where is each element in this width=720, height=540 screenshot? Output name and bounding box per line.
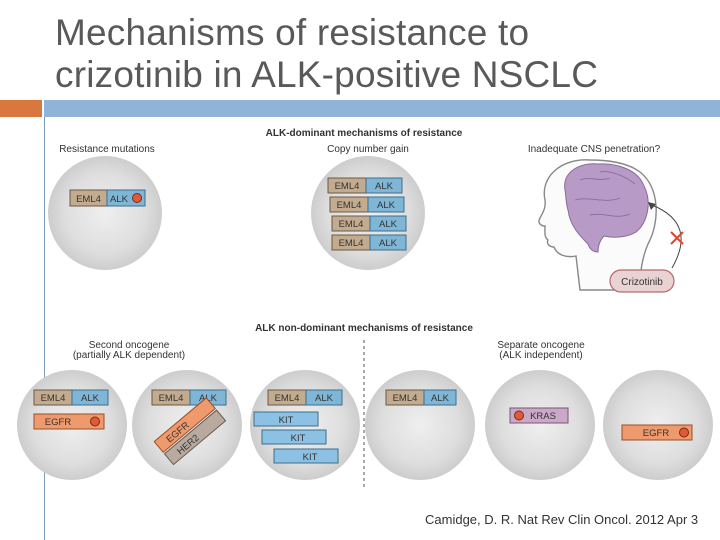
arrow-head [648, 202, 656, 210]
section-resistance-mutations: Resistance mutations [59, 144, 155, 155]
cell-resistance-mutation [48, 156, 162, 270]
fusion-gene-copy-1: EML4 ALK [327, 177, 403, 194]
head-with-brain-icon [538, 159, 657, 291]
fusion-gene-mutant: EML4 ALK [69, 189, 146, 207]
gene-label-eml4: EML4 [41, 393, 66, 404]
mutation-dot [679, 427, 689, 438]
gene-label-egfr: EGFR [643, 428, 670, 439]
top-header: ALK-dominant mechanisms of resistance [266, 128, 463, 139]
section-second-oncogene: Second oncogene [89, 340, 170, 351]
crizotinib-arrow [651, 204, 682, 269]
kit-gene-copy-2: KIT [261, 429, 327, 445]
gene-label-egfr: EGFR [45, 417, 72, 428]
gene-label-alk: ALK [377, 200, 396, 211]
gene-label-alk: ALK [379, 238, 398, 249]
section-separate-oncogene: Separate oncogene [497, 340, 585, 351]
gene-label-alk: ALK [379, 219, 398, 230]
slide-title: Mechanisms of resistance to crizotinib i… [55, 12, 715, 96]
fusion-gene: EML4 ALK [385, 389, 457, 406]
mutation-dot [90, 416, 100, 427]
gene-label-eml4: EML4 [335, 181, 360, 192]
gene-label-kit: KIT [303, 452, 318, 463]
gene-label-kras: KRAS [530, 411, 556, 422]
gene-label-alk: ALK [110, 194, 129, 205]
egfr-her2-dimer: EGFR HER2 [153, 397, 227, 466]
gene-label-alk: ALK [199, 393, 218, 404]
gene-label-eml4: EML4 [393, 393, 418, 404]
fusion-gene: EML4 ALK [33, 389, 109, 406]
gene-label-alk: ALK [431, 393, 450, 404]
fusion-gene-copy-4: EML4 ALK [331, 234, 407, 251]
kit-gene-copy-3: KIT [273, 448, 339, 464]
gene-label-eml4: EML4 [76, 194, 101, 205]
cell-alk-only [365, 370, 475, 480]
title-accent-orange [0, 100, 42, 117]
brain-icon [564, 163, 649, 253]
section-copy-number-gain: Copy number gain [327, 144, 409, 155]
title-accent-bar [44, 100, 720, 117]
gene-label-alk: ALK [81, 393, 100, 404]
gene-label-kit: KIT [291, 433, 306, 444]
crizotinib-pill: Crizotinib [609, 269, 675, 293]
gene-label-eml4: EML4 [337, 200, 362, 211]
crizotinib-label: Crizotinib [621, 277, 663, 288]
mutation-dot [132, 193, 142, 203]
gene-label-kit: KIT [279, 415, 294, 426]
gene-label-eml4: EML4 [275, 393, 300, 404]
section-separate-oncogene-sub: (ALK independent) [499, 350, 582, 361]
slide-divider-line [44, 117, 45, 540]
kit-gene-copy-1: KIT [253, 411, 319, 427]
slide-title-line-2: crizotinib in ALK-positive NSCLC [55, 54, 599, 95]
gene-label-eml4: EML4 [339, 238, 364, 249]
gene-label-alk: ALK [315, 393, 334, 404]
gene-label-eml4: EML4 [159, 393, 184, 404]
mutation-dot [514, 410, 524, 421]
fusion-gene-copy-3: EML4 ALK [331, 215, 407, 232]
section-cns: Inadequate CNS penetration? [528, 144, 661, 155]
blocked-x-icon [670, 231, 684, 245]
egfr-gene: EGFR [621, 424, 693, 441]
slide-title-line-1: Mechanisms of resistance to [55, 12, 530, 53]
egfr-gene: EGFR [33, 413, 105, 430]
fusion-gene: EML4 ALK [267, 389, 343, 406]
section-second-oncogene-sub: (partially ALK dependent) [73, 350, 185, 361]
gene-label-alk: ALK [375, 181, 394, 192]
citation: Camidge, D. R. Nat Rev Clin Oncol. 2012 … [425, 512, 699, 527]
kras-gene: KRAS [509, 407, 569, 424]
cell-copy-number-gain [311, 156, 425, 270]
gene-label-eml4: EML4 [339, 219, 364, 230]
fusion-gene: EML4 ALK [151, 389, 227, 406]
brain-fold-lines [574, 171, 636, 217]
bottom-header: ALK non-dominant mechanisms of resistanc… [255, 323, 473, 334]
cell-kras-mutation [485, 370, 595, 480]
fusion-gene-copy-2: EML4 ALK [329, 196, 405, 213]
